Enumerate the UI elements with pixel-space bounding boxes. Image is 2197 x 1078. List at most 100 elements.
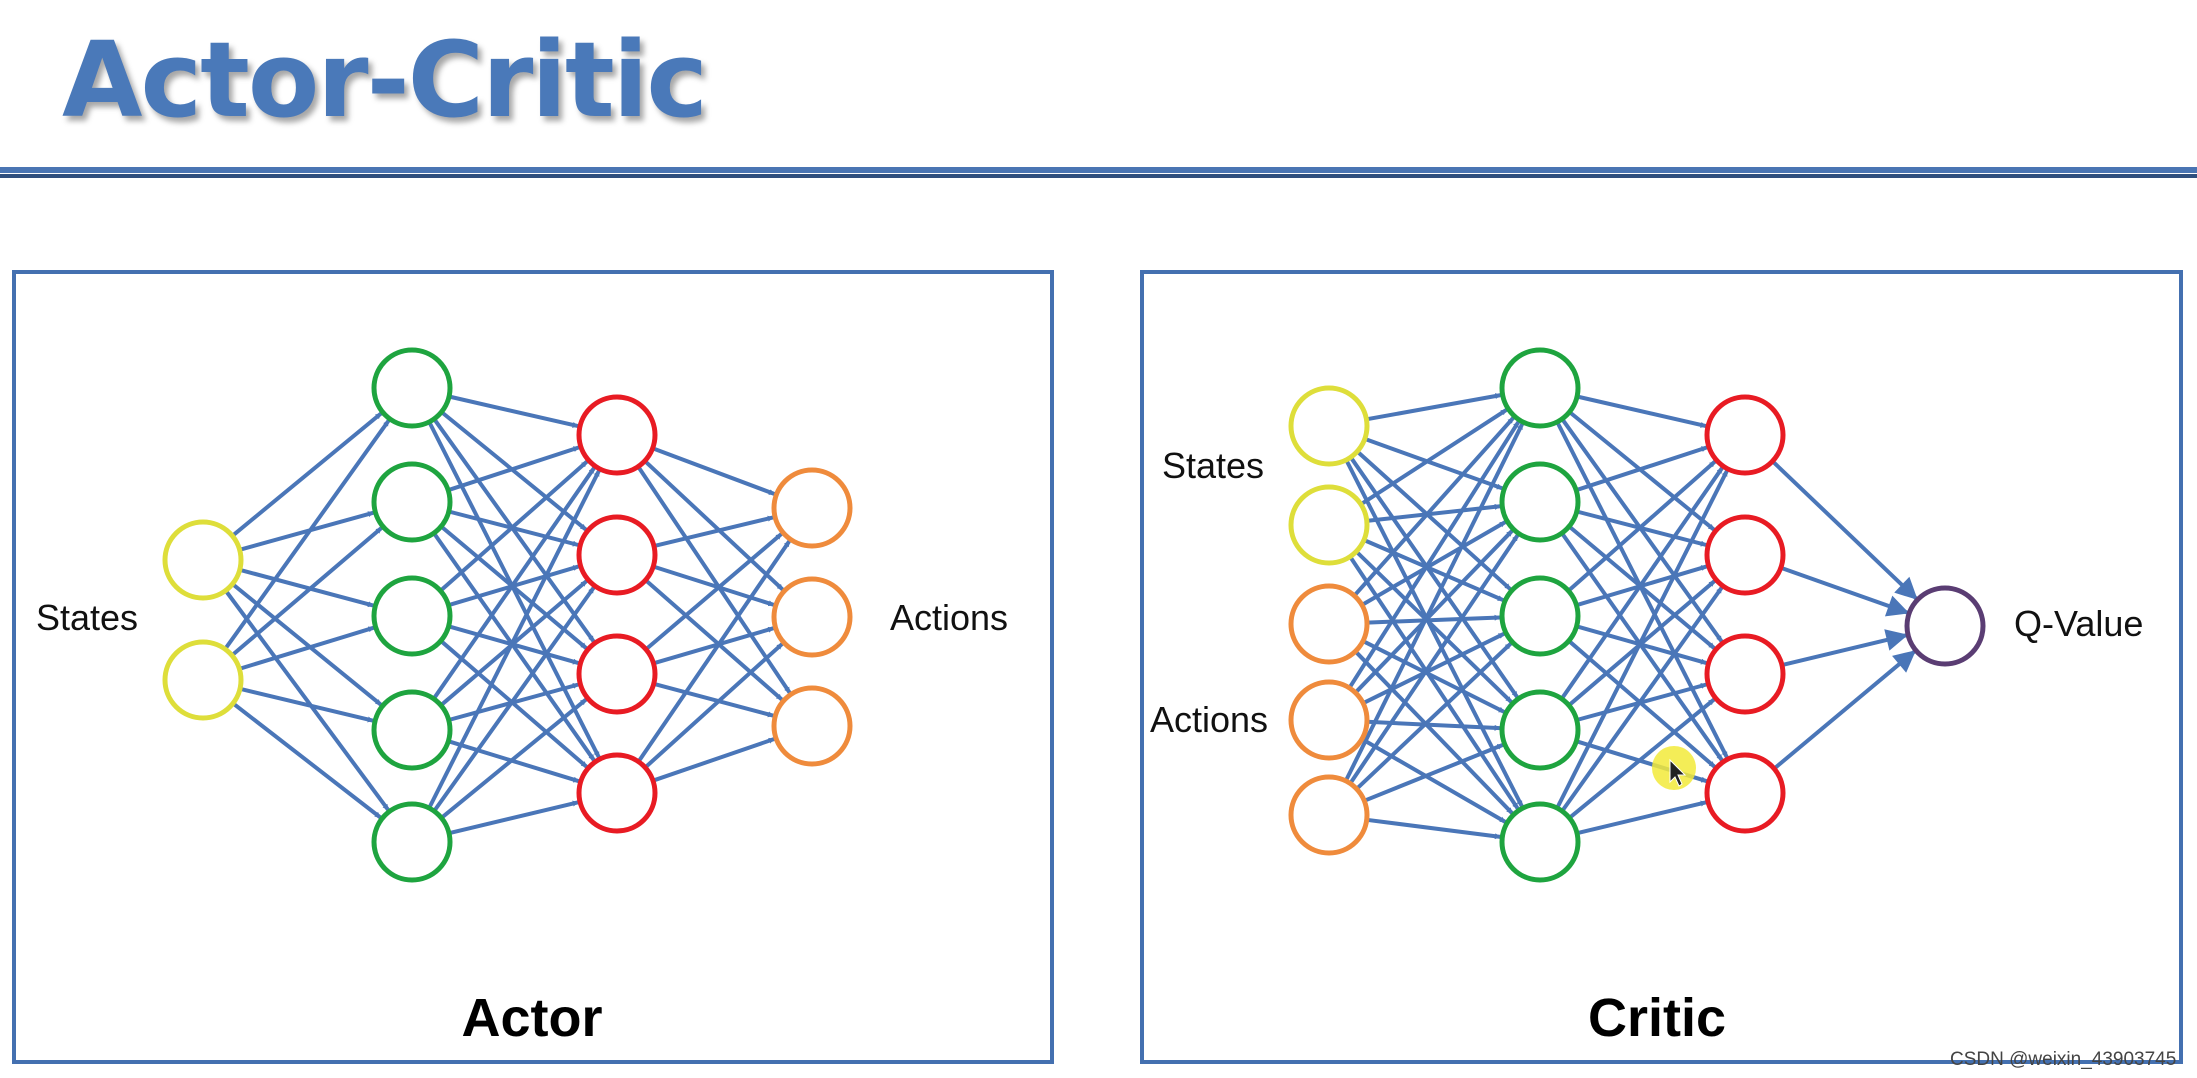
critic-output-label: Q-Value (2014, 603, 2143, 644)
critic-edge (1362, 639, 1506, 714)
watermark: CSDN @weixin_43903745 (1950, 1049, 2176, 1070)
critic-edge (1355, 449, 1512, 591)
actor-edge (644, 578, 784, 702)
critic-edge (1771, 459, 1918, 600)
actor-edge (239, 510, 375, 552)
actor-nodes (162, 347, 853, 883)
critic-edge (1568, 410, 1716, 532)
actor-edge (644, 532, 783, 651)
actor-edge (239, 567, 374, 608)
actor-hidden-neuron (576, 752, 658, 834)
critic-input-neuron (1288, 583, 1370, 665)
critic-edge (1366, 503, 1501, 523)
actor-edge (448, 800, 579, 836)
critic-hidden-neuron (1499, 801, 1581, 883)
critic-edge (1347, 420, 1521, 689)
actor-hidden-neuron (576, 633, 658, 715)
critic-output-neuron (1904, 585, 1986, 667)
actor-output-neuron (771, 576, 853, 658)
critic-edge (1366, 393, 1502, 422)
actor-edge (231, 411, 383, 538)
critic-hidden-neuron (1704, 752, 1786, 834)
actor-edge (643, 459, 785, 592)
actor-edge (636, 539, 792, 763)
actor-edge (652, 564, 775, 607)
actor-edge (231, 701, 382, 820)
actor-edge (653, 515, 774, 549)
critic-edge (1366, 614, 1501, 625)
critic-edge (1560, 466, 1724, 700)
title-divider (0, 167, 2197, 173)
actor-edge (653, 681, 774, 718)
actor-frame (12, 270, 1054, 1064)
actor-edges (223, 394, 792, 836)
critic-edge (1360, 520, 1507, 607)
slide-title: Actor-Critic (62, 19, 708, 141)
critic-edge (1780, 565, 1910, 617)
critic-edge (1348, 555, 1520, 810)
critic-edge (1555, 469, 1729, 809)
critic-edge (1576, 394, 1707, 429)
critic-edge (1567, 460, 1717, 593)
critic-input-neuron (1288, 385, 1370, 467)
critic-edge (1366, 817, 1501, 840)
actor-edge (432, 466, 596, 700)
critic-edge (1575, 445, 1708, 493)
critic-hidden-neuron (1499, 575, 1581, 657)
cursor-icon (1669, 758, 1687, 787)
actor-edge (652, 737, 775, 783)
critic-edge (1568, 697, 1716, 820)
actor-edge (440, 697, 588, 820)
critic-edge (1344, 423, 1525, 782)
critic-panel: States Actions Q-Value Critic (1140, 270, 2183, 1064)
critic-edge (1353, 529, 1514, 695)
critic-edge (1353, 649, 1514, 815)
actor-hidden-neuron (576, 394, 658, 476)
critic-input-neuron (1288, 774, 1370, 856)
critic-hidden-neuron (1704, 633, 1786, 715)
critic-edge (1360, 737, 1507, 824)
critic-edges (1344, 393, 1918, 840)
critic-edge (1560, 586, 1724, 813)
critic-edge (1349, 456, 1519, 699)
actor-edge (440, 410, 588, 532)
actor-output-neuron (771, 685, 853, 767)
actor-edge (427, 469, 601, 809)
actor-input-label: States (36, 597, 138, 638)
critic-edge (1348, 534, 1520, 785)
critic-hidden-neuron (1704, 514, 1786, 596)
actor-edge (643, 642, 784, 769)
actor-hidden-neuron (371, 347, 453, 429)
critic-input-neuron (1288, 679, 1370, 761)
actor-input-neuron (162, 519, 244, 601)
actor-hidden-neuron (576, 514, 658, 596)
actor-edge (238, 625, 375, 671)
mouse-pointer (1652, 746, 1696, 790)
actor-edge (223, 589, 390, 812)
actor-panel: States Actions Actor (12, 270, 1054, 1064)
critic-edge (1781, 629, 1909, 668)
actor-edge (230, 526, 383, 657)
actor-hidden-neuron (371, 575, 453, 657)
critic-actions-label: Actions (1150, 699, 1268, 740)
actor-edge (432, 586, 596, 813)
critic-edge (1355, 641, 1513, 791)
critic-frame (1140, 270, 2183, 1064)
critic-hidden-neuron (1499, 689, 1581, 771)
actor-edge (447, 445, 580, 493)
actor-edge (239, 686, 374, 723)
critic-input-neuron (1288, 484, 1370, 566)
critic-nodes (1288, 347, 1986, 883)
actor-hidden-neuron (371, 461, 453, 543)
actor-edge (223, 419, 391, 651)
critic-edge (1576, 800, 1707, 836)
critic-title: Critic (1588, 988, 1726, 1048)
actor-edge (439, 460, 589, 593)
critic-states-label: States (1162, 445, 1264, 486)
actor-hidden-neuron (371, 689, 453, 771)
critic-edge (1359, 408, 1508, 506)
critic-hidden-neuron (1704, 394, 1786, 476)
actor-edge (651, 446, 776, 496)
actor-edge (652, 626, 775, 666)
